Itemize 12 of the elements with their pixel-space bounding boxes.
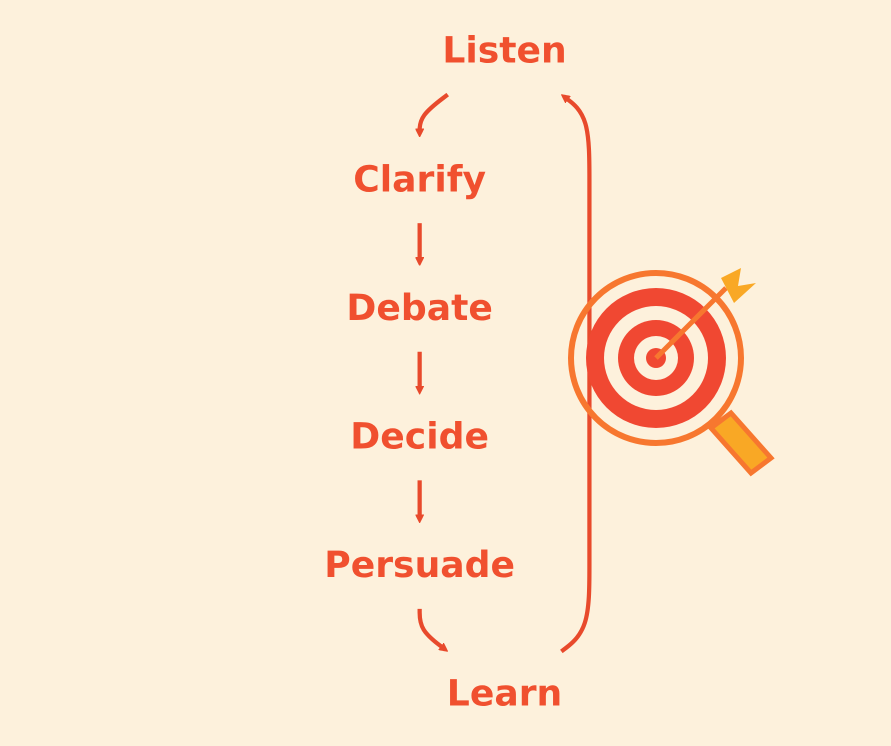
node-text: Learn bbox=[446, 672, 562, 716]
node-text: Clarify bbox=[353, 158, 486, 201]
arrow bbox=[414, 92, 449, 138]
arrow bbox=[414, 480, 424, 524]
node-text: Decide bbox=[350, 416, 489, 458]
arrow bbox=[560, 94, 592, 654]
node-text: Debate bbox=[346, 286, 493, 330]
node-text: Listen bbox=[442, 30, 567, 72]
arrow bbox=[418, 608, 448, 652]
arrow bbox=[414, 352, 424, 395]
node-text: Persuade bbox=[324, 544, 516, 587]
arrow bbox=[414, 223, 424, 266]
